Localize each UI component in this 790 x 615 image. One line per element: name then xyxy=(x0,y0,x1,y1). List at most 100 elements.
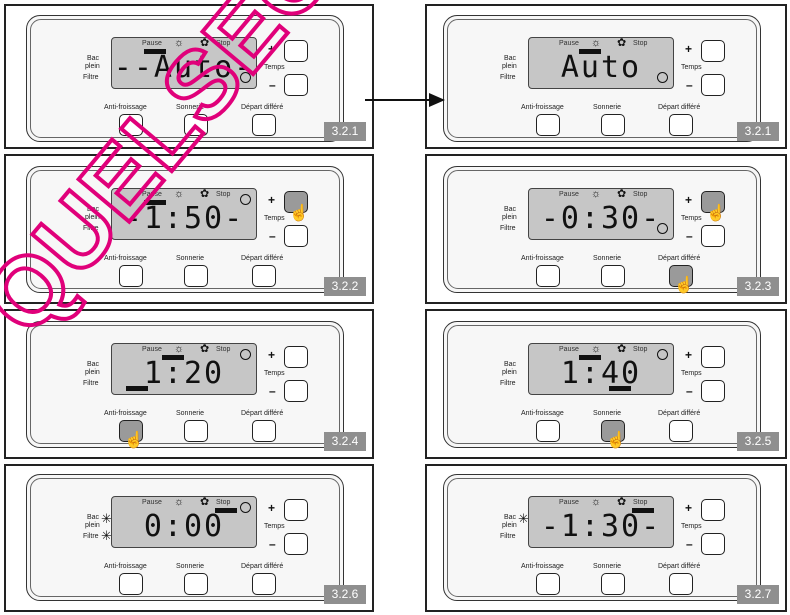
temps-label: Temps xyxy=(681,64,702,71)
fan-icon: ✿ xyxy=(200,37,210,49)
sonnerie-label: Sonnerie xyxy=(176,563,205,570)
depart-differe-button[interactable] xyxy=(669,265,693,287)
sonnerie-label: Sonnerie xyxy=(593,104,622,111)
temps-minus-button[interactable] xyxy=(284,225,308,247)
minus-sign: – xyxy=(269,384,276,398)
anti-froissage-button[interactable] xyxy=(536,420,560,442)
time-display: Auto xyxy=(560,50,642,85)
minus-sign: – xyxy=(686,229,693,243)
lcd-display: Pause ☼ ✿ Stop 0:00 xyxy=(111,496,257,548)
temps-label: Temps xyxy=(681,370,702,377)
pause-label: Pause xyxy=(559,346,579,353)
status-bar xyxy=(144,200,166,205)
watermark: QUELSECH xyxy=(0,0,401,355)
frame-3-2-2: Bac plein Filtre Pause ☼ ✿ Stop -1:50- +… xyxy=(4,154,374,304)
clock-icon xyxy=(240,502,251,513)
control-panel: Bac plein Filtre Pause ☼ ✿ Stop 1:40 + T… xyxy=(443,321,761,449)
time-display: 1:40 xyxy=(560,356,642,391)
bac-label: Bac xyxy=(87,55,100,62)
status-bar xyxy=(215,508,237,513)
bac-label: Bac xyxy=(87,206,100,213)
depart-differe-button[interactable] xyxy=(669,114,693,136)
sonnerie-label: Sonnerie xyxy=(593,410,622,417)
anti-froissage-label: Anti-froissage xyxy=(521,410,564,417)
time-display: -0:30- xyxy=(540,201,662,236)
temps-plus-button[interactable] xyxy=(284,191,308,213)
plus-sign: + xyxy=(685,193,693,207)
pause-label: Pause xyxy=(559,40,579,47)
sonnerie-button[interactable] xyxy=(601,573,625,595)
depart-differe-button[interactable] xyxy=(252,420,276,442)
anti-froissage-button[interactable] xyxy=(119,265,143,287)
temps-plus-button[interactable] xyxy=(701,191,725,213)
depart-differe-button[interactable] xyxy=(669,420,693,442)
pointing-finger-icon: ☝ xyxy=(124,432,144,449)
sonnerie-button[interactable] xyxy=(601,265,625,287)
sonnerie-button[interactable] xyxy=(184,114,208,136)
temps-minus-button[interactable] xyxy=(701,533,725,555)
watermark-text: QUELSECH xyxy=(0,0,399,353)
plein-label: plein xyxy=(502,214,517,221)
anti-froissage-button[interactable] xyxy=(119,114,143,136)
sonnerie-button[interactable] xyxy=(184,265,208,287)
fan-icon: ✿ xyxy=(200,343,210,355)
anti-froissage-button[interactable] xyxy=(536,114,560,136)
depart-differe-button[interactable] xyxy=(252,265,276,287)
temps-minus-button[interactable] xyxy=(284,380,308,402)
sun-icon: ☼ xyxy=(591,496,602,508)
filtre-label: Filtre xyxy=(500,533,516,540)
plus-sign: + xyxy=(268,348,276,362)
temps-minus-button[interactable] xyxy=(701,380,725,402)
sonnerie-button[interactable] xyxy=(184,573,208,595)
minus-sign: – xyxy=(686,78,693,92)
lcd-display: Pause ☼ ✿ Stop 1:20 xyxy=(111,343,257,395)
control-panel: Bac plein Filtre ✳ Pause ☼ ✿ Stop -1:30-… xyxy=(443,474,761,601)
temps-plus-button[interactable] xyxy=(284,346,308,368)
time-display: -1:50- xyxy=(123,201,245,236)
stop-label: Stop xyxy=(633,499,648,506)
clock-icon xyxy=(240,72,251,83)
anti-froissage-button[interactable] xyxy=(536,573,560,595)
temps-minus-button[interactable] xyxy=(701,74,725,96)
temps-minus-button[interactable] xyxy=(284,74,308,96)
temps-plus-button[interactable] xyxy=(701,40,725,62)
stop-label: Stop xyxy=(216,191,231,198)
anti-froissage-button[interactable] xyxy=(119,420,143,442)
sun-icon: ☼ xyxy=(591,37,602,49)
depart-differe-label: Départ différé xyxy=(658,255,701,262)
depart-differe-button[interactable] xyxy=(669,573,693,595)
lcd-display: Pause ☼ ✿ Stop -1:50- xyxy=(111,188,257,240)
pause-label: Pause xyxy=(142,191,162,198)
fan-icon: ✿ xyxy=(200,188,210,200)
depart-differe-button[interactable] xyxy=(252,114,276,136)
temps-minus-button[interactable] xyxy=(701,225,725,247)
plus-sign: + xyxy=(268,501,276,515)
bac-label: Bac xyxy=(87,514,100,521)
temps-label: Temps xyxy=(264,523,285,530)
sonnerie-button[interactable] xyxy=(601,114,625,136)
filtre-label: Filtre xyxy=(500,74,516,81)
plus-sign: + xyxy=(685,501,693,515)
pointing-finger-icon: ☝ xyxy=(606,432,626,449)
filtre-label: Filtre xyxy=(83,225,99,232)
anti-froissage-button[interactable] xyxy=(536,265,560,287)
temps-plus-button[interactable] xyxy=(284,499,308,521)
clock-icon xyxy=(657,223,668,234)
frame-3-2-4: Bac plein Filtre Pause ☼ ✿ Stop 1:20 + T… xyxy=(4,309,374,459)
pause-label: Pause xyxy=(559,191,579,198)
anti-froissage-label: Anti-froissage xyxy=(521,255,564,262)
sonnerie-indicator xyxy=(609,386,631,391)
temps-plus-button[interactable] xyxy=(284,40,308,62)
temps-minus-button[interactable] xyxy=(284,533,308,555)
temps-plus-button[interactable] xyxy=(701,499,725,521)
pause-label: Pause xyxy=(559,499,579,506)
depart-differe-button[interactable] xyxy=(252,573,276,595)
sonnerie-button[interactable] xyxy=(184,420,208,442)
temps-plus-button[interactable] xyxy=(701,346,725,368)
filtre-label: Filtre xyxy=(500,380,516,387)
anti-froissage-button[interactable] xyxy=(119,573,143,595)
sonnerie-button[interactable] xyxy=(601,420,625,442)
anti-froissage-indicator xyxy=(126,386,148,391)
minus-sign: – xyxy=(269,78,276,92)
anti-froissage-label: Anti-froissage xyxy=(104,410,147,417)
